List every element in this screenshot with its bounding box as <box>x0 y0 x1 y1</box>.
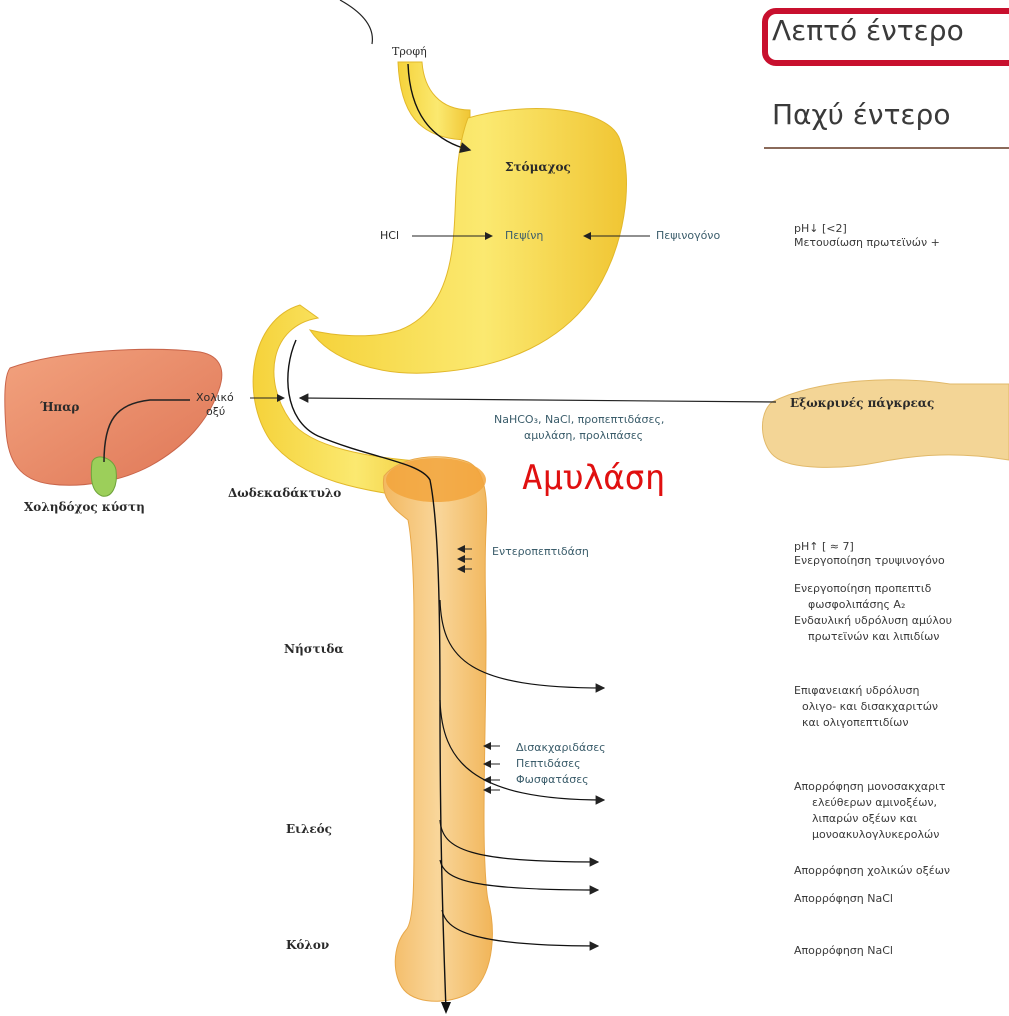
upper-curve-line <box>340 0 372 44</box>
pancreas-secretion-line1: NaHCO₃, NaCl, προπεπτιδάσες, <box>494 412 664 427</box>
hcl-label: HCl <box>380 228 399 243</box>
nacl-absorption-note-1: Απορρόφηση NaCl <box>794 892 893 906</box>
absorption-note-line4: μονοακυλογλυκερολών <box>812 828 939 842</box>
bile-absorption-note: Απορρόφηση χολικών οξέων <box>794 864 950 878</box>
pepsin-label: Πεψίνη <box>505 228 543 243</box>
stomach-ph-note: pH↓ [<2] <box>794 222 847 236</box>
gallbladder-shape <box>91 457 116 496</box>
nacl-absorption-note-2: Απορρόφηση NaCl <box>794 944 893 958</box>
duodenal-bulb <box>386 458 486 502</box>
duodenum-label: Δωδεκαδάκτυλο <box>228 486 341 500</box>
jejunum-label: Νήστιδα <box>284 642 344 656</box>
absorption-note-line3: λιπαρών οξέων και <box>812 812 917 826</box>
gallbladder-label: Χοληδόχος κύστη <box>24 500 145 514</box>
pancreas-arrow <box>300 398 776 402</box>
liver-label: Ήπαρ <box>40 400 79 414</box>
disaccharidases-label: Δισακχαριδάσες <box>516 740 606 755</box>
exit-arrowhead <box>441 1002 451 1014</box>
duodenum-note-line3: φωσφολιπάσης A₂ <box>808 598 905 612</box>
jejunum-note-line2: ολιγο- και δισακχαριτών <box>802 700 938 714</box>
duodenum-note-line2: Ενεργοποίηση προπεπτιδ <box>794 582 931 596</box>
small-intestine <box>383 457 492 1002</box>
duodenum-note-line4: Ενδαυλική υδρόλυση αμύλου <box>794 614 952 628</box>
header-large-intestine-label: Παχύ έντερο <box>772 98 950 131</box>
absorption-note-line1: Απορρόφηση μονοσακχαριτ <box>794 780 945 794</box>
enteropeptidase-label: Εντεροπεπτιδάση <box>492 544 589 559</box>
bile-acid-label-line1: Χολικό <box>196 390 234 405</box>
duodenum-note-line1: Ενεργοποίηση τρυψινογόνο <box>794 554 945 568</box>
amylase-annotation: Αμυλάση <box>522 458 665 498</box>
pancreas-shape <box>762 380 1009 468</box>
peptidases-label: Πεπτιδάσες <box>516 756 581 771</box>
stomach-denaturation-note: Μετουσίωση πρωτεϊνών + <box>794 236 940 250</box>
duodenum-ph-note: pH↑ [ ≈ 7] <box>794 540 854 554</box>
stomach-shape <box>310 109 627 374</box>
phosphatases-label: Φωσφατάσες <box>516 772 589 787</box>
pepsinogen-label: Πεψινογόνο <box>656 228 720 243</box>
colon-label: Κόλον <box>286 938 329 952</box>
bile-acid-label-line2: οξύ <box>206 404 225 419</box>
absorption-note-line2: ελεύθερων αμινοξέων, <box>812 796 937 810</box>
food-label: Τροφή <box>392 44 427 59</box>
jejunum-note-line3: και ολιγοπεπτιδίων <box>802 716 909 730</box>
jejunum-note-line1: Επιφανειακή υδρόλυση <box>794 684 919 698</box>
pancreas-secretion-line2: αμυλάση, προλιπάσες <box>524 428 643 443</box>
duodenum-note-line5: πρωτεϊνών και λιπιδίων <box>808 630 939 644</box>
pancreas-label: Εξωκρινές πάγκρεας <box>790 396 934 410</box>
ileum-label: Ειλεός <box>286 822 332 836</box>
stomach-label: Στόμαχος <box>505 160 571 174</box>
header-small-intestine-label: Λεπτό έντερο <box>772 14 964 47</box>
